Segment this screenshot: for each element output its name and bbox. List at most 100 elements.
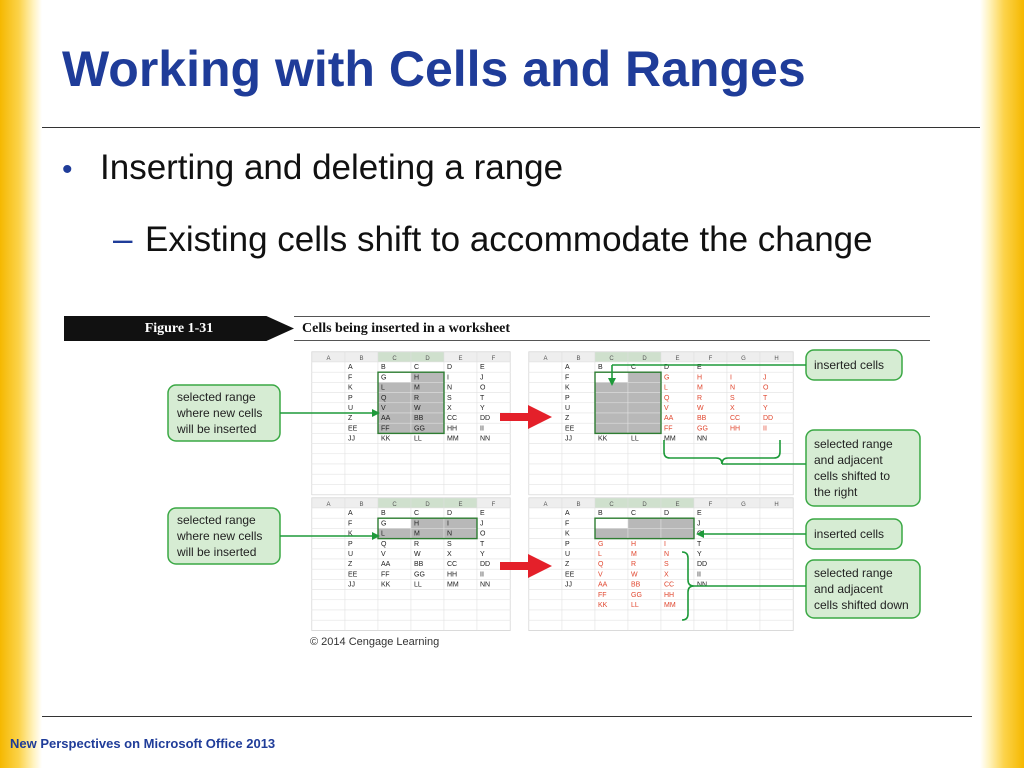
cell-value: D — [447, 510, 452, 517]
cell-value: W — [414, 405, 421, 412]
cell-value: H — [697, 374, 702, 381]
cell-value: II — [763, 425, 767, 432]
cell-value: Z — [348, 561, 353, 568]
cell-value: BB — [414, 561, 424, 568]
bullet-icon: • — [62, 153, 73, 186]
figure-copyright: © 2014 Cengage Learning — [310, 636, 440, 648]
cell-value: CC — [447, 561, 457, 568]
cell-value: JJ — [348, 582, 355, 589]
cell-value: BB — [414, 415, 424, 422]
cell-value: JJ — [565, 582, 572, 589]
cell-value: H — [414, 520, 419, 527]
cell-value: T — [480, 395, 485, 402]
cell-value: CC — [447, 415, 457, 422]
cell-value: KK — [598, 602, 608, 609]
cell-value: E — [697, 510, 702, 517]
cell-value: U — [348, 551, 353, 558]
cell-value: HH — [447, 571, 457, 578]
footer-divider — [42, 716, 972, 717]
cell-value: W — [697, 405, 704, 412]
cell-value: HH — [664, 592, 674, 599]
dash-icon: – — [113, 220, 133, 259]
cell-value: X — [730, 405, 735, 412]
cell-value: HH — [447, 425, 457, 432]
column-header: E — [675, 502, 679, 508]
cell-value: G — [381, 520, 386, 527]
red-arrow-icon — [500, 405, 552, 429]
cell-value: F — [348, 374, 352, 381]
cell-value: Z — [565, 415, 570, 422]
column-header: C — [609, 502, 614, 508]
cell-value: CC — [664, 582, 674, 589]
column-header: E — [675, 356, 679, 362]
cell-value: U — [565, 405, 570, 412]
cell-value: L — [381, 385, 385, 392]
cell-value: LL — [631, 436, 639, 443]
cell-value: T — [763, 395, 768, 402]
cell-value: S — [730, 395, 735, 402]
slide-title: Working with Cells and Ranges — [62, 41, 806, 97]
column-header: B — [359, 356, 363, 362]
cell-value: L — [598, 551, 602, 558]
cell-value: A — [348, 364, 353, 371]
cell-value: EE — [565, 425, 575, 432]
cell-value: I — [664, 541, 666, 548]
cell-value: AA — [381, 415, 391, 422]
worksheet-shifted-down: ABCDEFGHABCDEFJKOPGHITULMNYZQRSDDEEVWXII… — [528, 497, 794, 631]
cell-value: B — [381, 364, 386, 371]
cell-value: JJ — [348, 436, 355, 443]
cell-value: Z — [348, 415, 353, 422]
cell-value: AA — [381, 561, 391, 568]
bullet-item: • Inserting and deleting a range — [62, 148, 563, 188]
cell-value: C — [414, 510, 419, 517]
figure-header-rule — [294, 340, 930, 341]
cell-value: H — [414, 374, 419, 381]
cell-value: T — [480, 541, 485, 548]
cell-value: KK — [598, 436, 608, 443]
cell-value: FF — [598, 592, 607, 599]
cell-value: Q — [664, 395, 670, 402]
cell-value: GG — [697, 425, 708, 432]
cell-value: LL — [414, 436, 422, 443]
cell-value: M — [414, 531, 420, 538]
cell-value: M — [697, 385, 703, 392]
cell-value: MM — [664, 602, 676, 609]
column-header: D — [642, 356, 647, 362]
figure-header: Figure 1-31 Cells being inserted in a wo… — [64, 316, 930, 341]
cell-value: X — [664, 571, 669, 578]
cell-value: O — [480, 531, 486, 538]
column-header: F — [492, 502, 496, 508]
cell-value: V — [381, 405, 386, 412]
column-header: B — [359, 502, 363, 508]
cell-value: P — [565, 395, 570, 402]
cell-value: J — [697, 520, 701, 527]
callout-box — [805, 429, 921, 507]
cell-value: E — [480, 364, 485, 371]
cell-value: F — [565, 520, 569, 527]
cell-value: S — [447, 541, 452, 548]
cell-value: DD — [697, 561, 707, 568]
cell-value: FF — [381, 571, 390, 578]
column-header: D — [425, 502, 430, 508]
cell-value: P — [348, 541, 353, 548]
cell-value: II — [697, 571, 701, 578]
cell-value: NN — [480, 582, 490, 589]
cell-value: C — [631, 364, 636, 371]
column-header: H — [774, 356, 778, 362]
cell-value: Z — [565, 561, 570, 568]
column-header: C — [392, 502, 397, 508]
cell-value: GG — [631, 592, 642, 599]
cell-value: E — [480, 510, 485, 517]
cell-value: L — [381, 531, 385, 538]
callout-inserted-cells-top: inserted cells — [814, 358, 884, 372]
cell-value: R — [414, 541, 419, 548]
cell-value: Q — [381, 541, 387, 548]
cell-value: A — [348, 510, 353, 517]
cell-value: JJ — [565, 436, 572, 443]
